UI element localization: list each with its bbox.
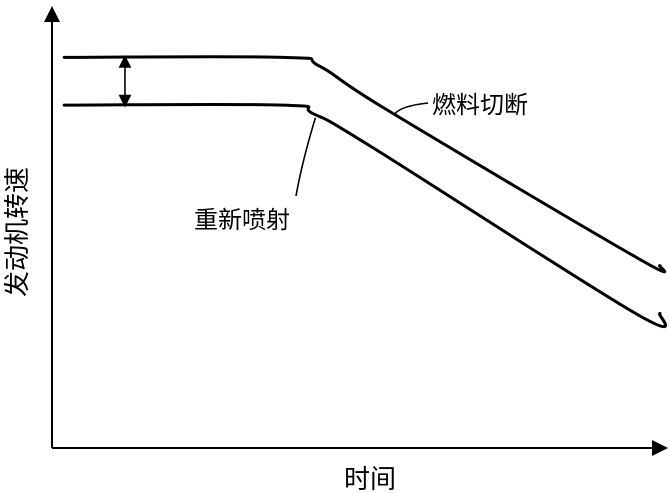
series-fuel-cut-line: [62, 55, 667, 274]
x-axis-label: 时间: [344, 465, 396, 493]
y-axis-label: 发动机转速: [3, 167, 33, 297]
annotation-fuel-cut: 燃料切断: [432, 91, 528, 119]
series-reinjection-line: [62, 102, 668, 329]
annotation-reinjection: 重新喷射: [194, 206, 290, 234]
annotation-leader-reinjection: [295, 117, 317, 197]
annotation-leader-fuel-cut: [393, 102, 429, 116]
